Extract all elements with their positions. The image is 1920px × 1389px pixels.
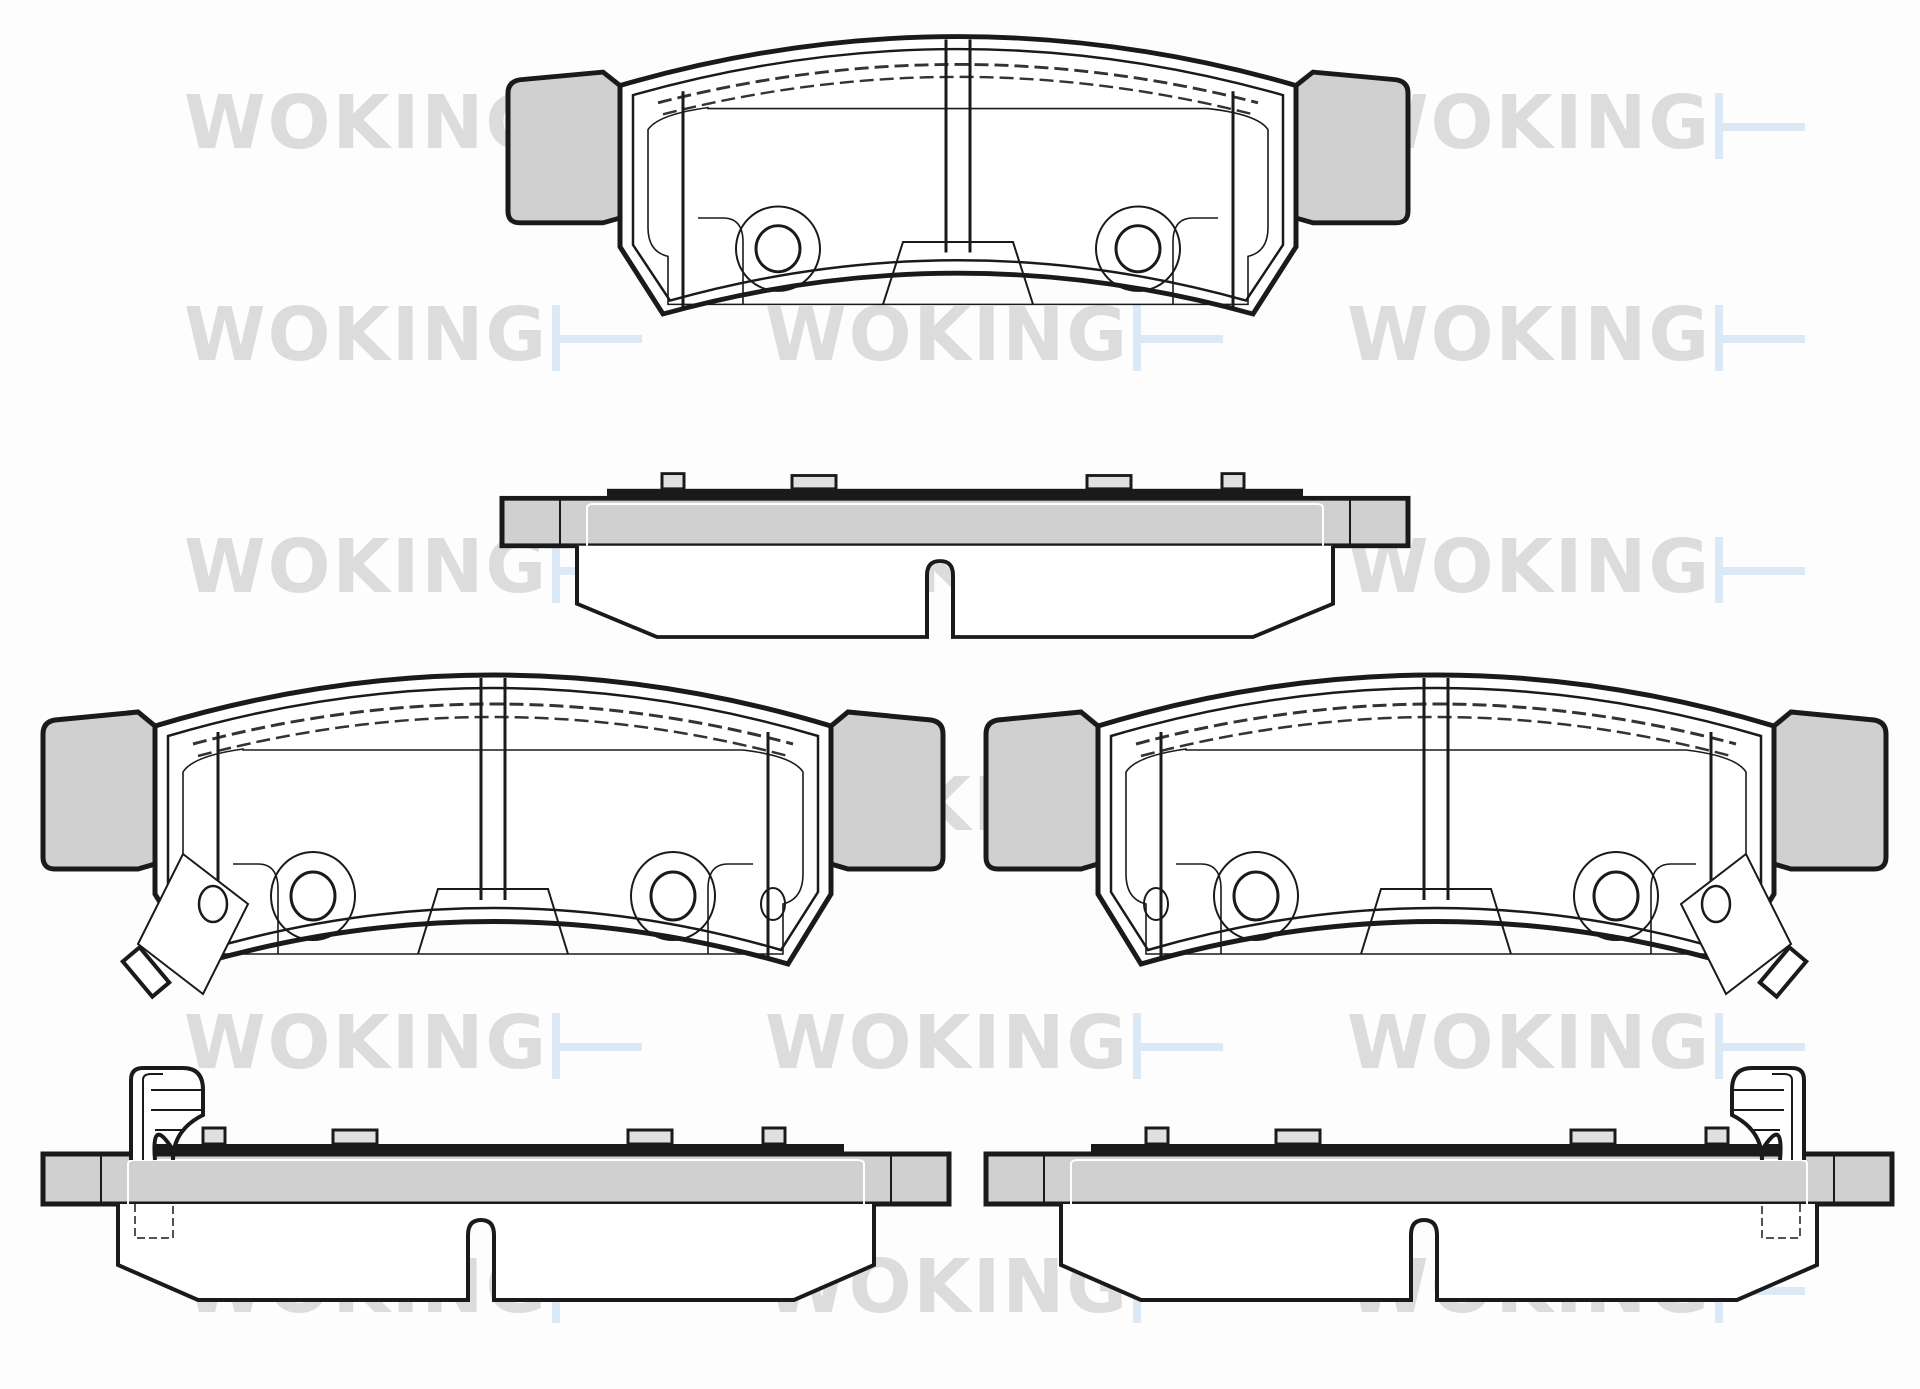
wear-indicator-icon [1679, 852, 1810, 1000]
right-pad-face [986, 675, 1886, 1000]
top-pad-side [502, 474, 1408, 637]
left-pad-face [43, 675, 943, 1000]
wear-indicator-icon [119, 852, 250, 1000]
wear-clip-icon [129, 1066, 205, 1239]
wear-clip-icon [1730, 1066, 1806, 1239]
right-pad-side [986, 1066, 1892, 1300]
left-pad-side [43, 1066, 949, 1300]
top-pad-face [508, 37, 1408, 314]
